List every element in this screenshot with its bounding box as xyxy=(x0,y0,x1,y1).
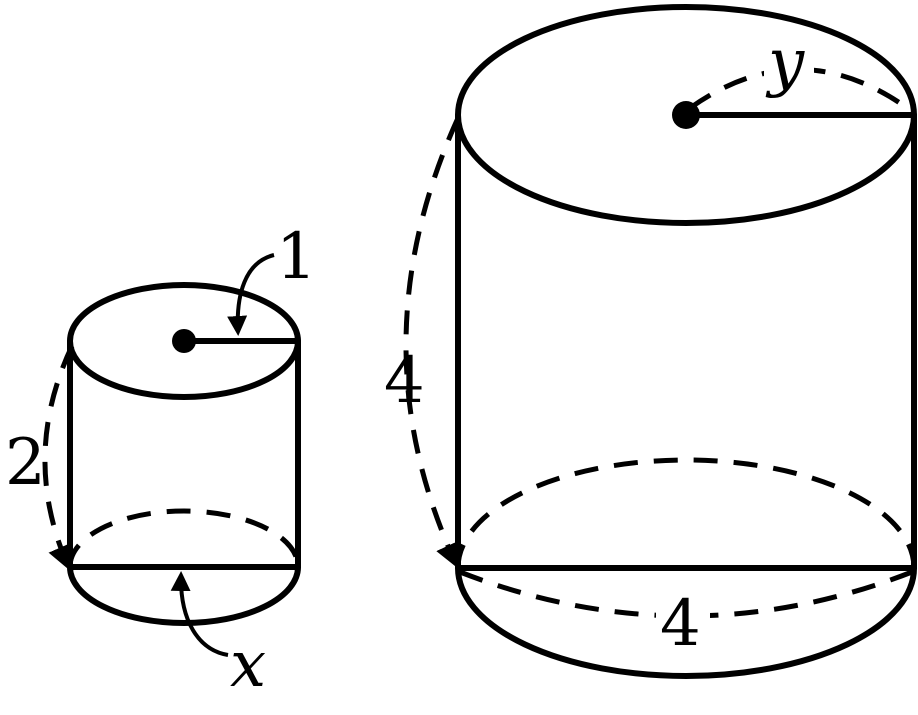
large-bottom-front-arc xyxy=(455,565,917,679)
large-height-label: 4 xyxy=(384,344,425,418)
large-diameter-label: 4 xyxy=(660,587,701,661)
small-radius-label: 1 xyxy=(276,220,317,294)
small-diameter-arrow xyxy=(170,571,229,657)
small-diameter-label: x xyxy=(230,628,266,702)
large-bottom-back-arc xyxy=(455,457,917,569)
small-cylinder: 1 2 x xyxy=(5,220,317,702)
small-height-label: 2 xyxy=(5,426,46,500)
large-cylinder: y 4 4 xyxy=(384,4,917,679)
large-radius-arc xyxy=(688,67,912,113)
small-bottom-back-arc xyxy=(67,508,301,568)
small-bottom-front-arc xyxy=(67,564,301,626)
small-radius-arrow xyxy=(227,253,275,336)
large-radius-label: y xyxy=(765,26,805,100)
large-height-arc xyxy=(403,116,461,569)
